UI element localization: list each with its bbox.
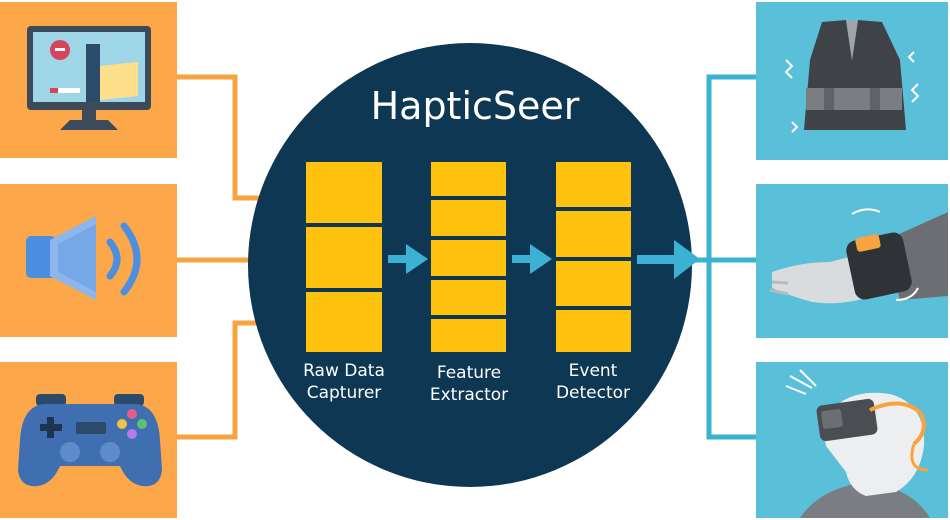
stage-label-line1: Raw Data [303, 361, 385, 381]
haptic-vest-icon [784, 20, 920, 133]
vr-headset-icon [785, 369, 930, 518]
arrow-detector-to-outputs [637, 240, 700, 279]
stage-label-line1: Feature [436, 363, 502, 383]
feature-extractor-block [431, 162, 506, 352]
output-line-vest [706, 74, 756, 440]
input-panel-speaker [0, 184, 177, 337]
stage-label-line2: Capturer [306, 383, 382, 403]
stage-label-line2: Extractor [429, 385, 509, 405]
input-panel-gamepad [0, 362, 177, 518]
stage-label-line2: Detector [555, 383, 631, 403]
output-panel-vr [756, 362, 948, 518]
input-panel-monitor [0, 2, 177, 158]
stage-label-raw-data-capturer: Raw Data Capturer [286, 360, 402, 404]
arrow-extractor-to-detector [512, 244, 552, 274]
haptic-wristband-icon [769, 208, 948, 304]
stage-label-feature-extractor: Feature Extractor [410, 362, 528, 406]
raw-data-capturer-block [306, 162, 382, 352]
stage-label-event-detector: Event Detector [534, 360, 652, 404]
output-panel-vest [756, 2, 948, 160]
stage-label-line1: Event [568, 361, 618, 381]
flow-arrows [388, 240, 700, 279]
speaker-icon [26, 216, 141, 300]
gamepad-icon [18, 394, 162, 487]
event-detector-block [556, 162, 631, 352]
diagram-title: HapticSeer [370, 84, 580, 128]
output-connectors [690, 74, 756, 440]
output-panel-wristband [756, 184, 948, 338]
monitor-icon [27, 26, 151, 130]
arrow-capturer-to-extractor [388, 244, 428, 274]
